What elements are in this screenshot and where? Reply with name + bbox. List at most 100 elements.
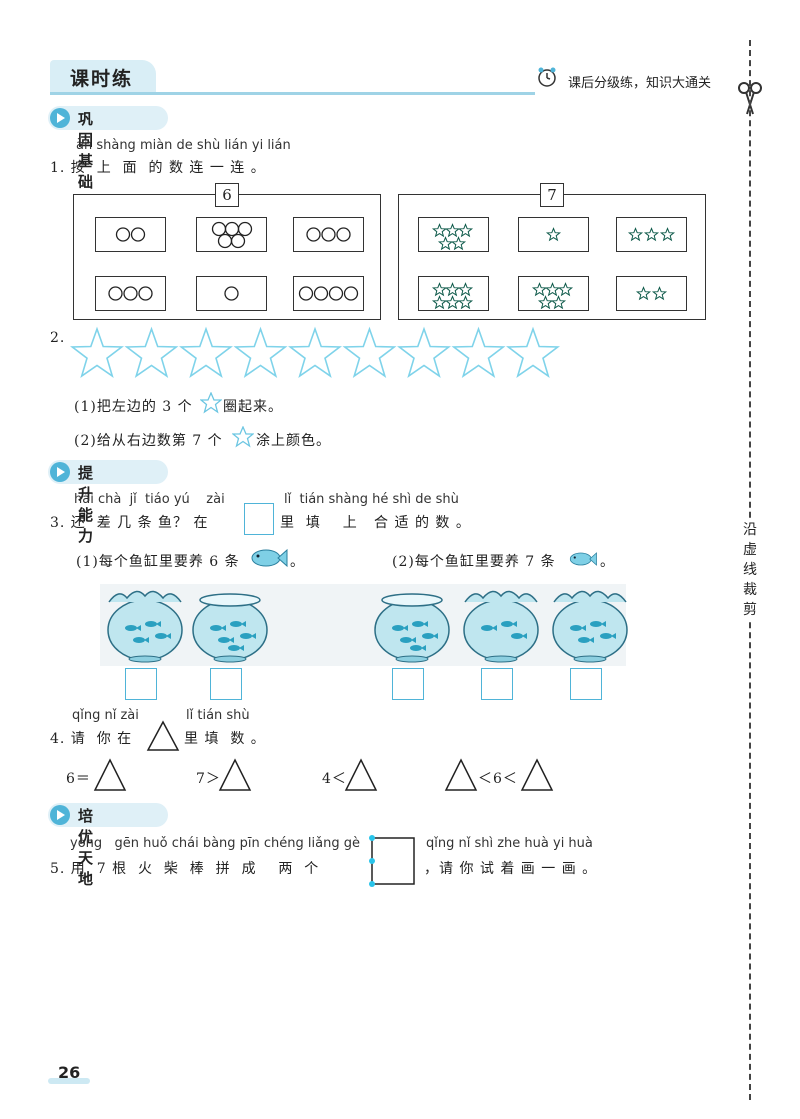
q4-triangle-icon xyxy=(146,720,180,751)
star-dot xyxy=(457,282,474,297)
q3-text-a: 3. 还 差 几 条 鱼？ 在 xyxy=(50,515,209,531)
star-dot xyxy=(431,295,448,310)
fish-bowl xyxy=(374,593,450,663)
star-dot xyxy=(544,282,561,297)
q1-text: 1. 按 上 面 的 数 连 一 连 。 xyxy=(50,160,266,176)
circle-dot xyxy=(321,227,336,242)
star-dot xyxy=(537,295,554,310)
circle-dot xyxy=(230,233,246,249)
title-rule xyxy=(50,92,535,95)
outline-star[interactable] xyxy=(506,326,560,378)
q2-sub1-text-end: 圈起来。 xyxy=(223,399,283,415)
star-dot xyxy=(437,236,454,251)
q4-expr4: ＜6＜ xyxy=(478,771,518,787)
q5-text-a: 5. 用 7 根 火 柴 棒 拼 成 两 个 xyxy=(50,861,320,877)
q3-sub2-end: 。 xyxy=(600,554,615,570)
q2-sub2-text: (2)给从右边数第 7 个 xyxy=(74,433,223,449)
q3-inline-box xyxy=(244,503,274,535)
fish-bowl xyxy=(463,590,539,663)
outline-star[interactable] xyxy=(288,326,342,378)
q2-sub2-text-end: 涂上颜色。 xyxy=(256,433,331,449)
star-dot xyxy=(457,223,474,238)
outline-star[interactable] xyxy=(342,326,397,378)
section-label: 提升能力 xyxy=(78,464,94,545)
q2-star-row xyxy=(70,326,560,378)
q4-answer-triangle[interactable] xyxy=(218,758,252,792)
fish-icon xyxy=(569,552,597,566)
circle-dot xyxy=(115,227,131,242)
circle-dot xyxy=(237,221,253,237)
play-icon xyxy=(50,108,70,128)
star-dot xyxy=(444,295,461,310)
q3-answer-box[interactable] xyxy=(481,668,513,700)
circle-dot xyxy=(108,286,123,301)
q4-expr3: 4＜ xyxy=(322,771,347,787)
q2-sub1-star-icon xyxy=(200,392,222,414)
star-dot xyxy=(643,227,660,242)
play-icon xyxy=(50,805,70,825)
q4-expr2: 7＞ xyxy=(196,771,221,787)
star-card[interactable] xyxy=(418,217,489,252)
q3-answer-box[interactable] xyxy=(570,668,602,700)
star-dot xyxy=(545,227,562,242)
circle-card[interactable] xyxy=(293,276,364,311)
q3-answer-box[interactable] xyxy=(392,668,424,700)
q4-text-a: 4. 请 你 在 xyxy=(50,731,133,747)
star-dot xyxy=(531,282,548,297)
cut-instruction: 沿虚线裁剪 xyxy=(741,520,759,620)
circle-dot xyxy=(130,227,146,242)
star-card[interactable] xyxy=(418,276,489,311)
clock-icon xyxy=(538,67,556,87)
outline-star[interactable] xyxy=(70,326,124,378)
star-card[interactable] xyxy=(518,217,589,252)
q3-pinyin-b: lǐ tián shàng hé shì de shù xyxy=(284,492,459,507)
fish-bowl xyxy=(552,590,628,663)
fish-bowl xyxy=(107,590,183,663)
outline-star[interactable] xyxy=(179,326,233,378)
circle-dot xyxy=(343,286,359,301)
circle-dot xyxy=(123,286,138,301)
circle-card[interactable] xyxy=(95,217,166,252)
star-dot xyxy=(444,282,461,297)
q2-sub2-star-icon xyxy=(232,426,254,448)
q3-answer-box[interactable] xyxy=(125,668,157,700)
q5-square-icon xyxy=(369,835,415,887)
circle-card[interactable] xyxy=(95,276,166,311)
q4-answer-triangle[interactable] xyxy=(520,758,554,792)
star-dot xyxy=(557,282,574,297)
star-card[interactable] xyxy=(616,276,687,311)
circle-dot xyxy=(313,286,329,301)
q1-left-number: 6 xyxy=(215,183,239,207)
circle-dot xyxy=(306,227,321,242)
circle-dot xyxy=(224,221,240,237)
outline-star[interactable] xyxy=(397,326,451,378)
star-card[interactable] xyxy=(616,217,687,252)
q5-pinyin-b: qǐng nǐ shì zhe huà yi huà xyxy=(426,836,593,851)
section-label: 培优天地 xyxy=(78,807,94,888)
q4-answer-triangle[interactable] xyxy=(344,758,378,792)
q3-sub1-text: (1)每个鱼缸里要养 6 条 xyxy=(76,554,240,570)
star-dot xyxy=(444,223,461,238)
circle-card[interactable] xyxy=(196,217,267,252)
circle-dot xyxy=(211,221,227,237)
q4-answer-triangle[interactable] xyxy=(444,758,478,792)
page-number: 26 xyxy=(58,1063,81,1082)
star-dot xyxy=(550,295,567,310)
q4-answer-triangle[interactable] xyxy=(93,758,127,792)
outline-star[interactable] xyxy=(233,326,288,378)
q5-pinyin-a: yòng gēn huǒ chái bàng pīn chéng liǎng g… xyxy=(70,836,360,851)
star-dot xyxy=(431,223,448,238)
star-card[interactable] xyxy=(518,276,589,311)
circle-dot xyxy=(138,286,153,301)
page-number-bar xyxy=(48,1078,90,1084)
q3-answer-box[interactable] xyxy=(210,668,242,700)
circle-card[interactable] xyxy=(293,217,364,252)
outline-star[interactable] xyxy=(124,326,179,378)
star-dot xyxy=(627,227,644,242)
outline-star[interactable] xyxy=(451,326,506,378)
circle-dot xyxy=(224,286,239,301)
star-dot xyxy=(635,286,652,301)
circle-card[interactable] xyxy=(196,276,267,311)
q4-pinyin-b: lǐ tián shù xyxy=(186,708,250,723)
q3-text-b: 里 填 上 合 适 的 数 。 xyxy=(280,515,471,531)
